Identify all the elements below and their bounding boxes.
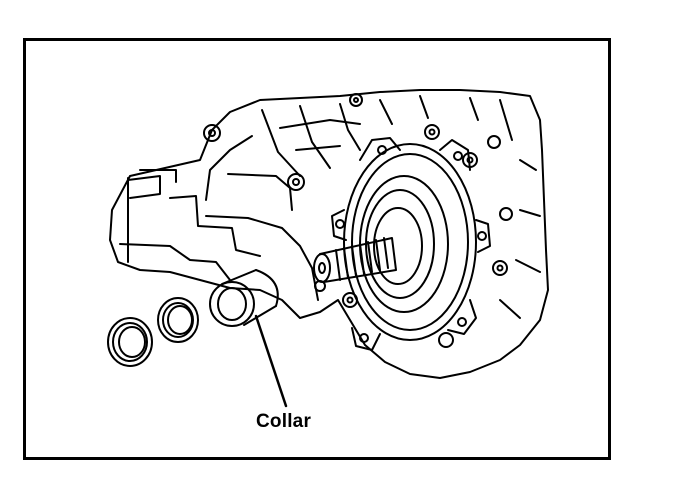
collar-icon — [209, 269, 279, 327]
callout-leader — [254, 314, 288, 408]
output-shaft-icon — [313, 237, 397, 283]
collar-label: Collar — [256, 411, 312, 432]
snap-ring-icon — [107, 317, 153, 367]
bearing-retainer-icon — [331, 137, 491, 351]
transmission-case-icon — [109, 89, 549, 379]
snap-ring-icon — [157, 297, 199, 343]
figure-frame — [23, 38, 611, 460]
